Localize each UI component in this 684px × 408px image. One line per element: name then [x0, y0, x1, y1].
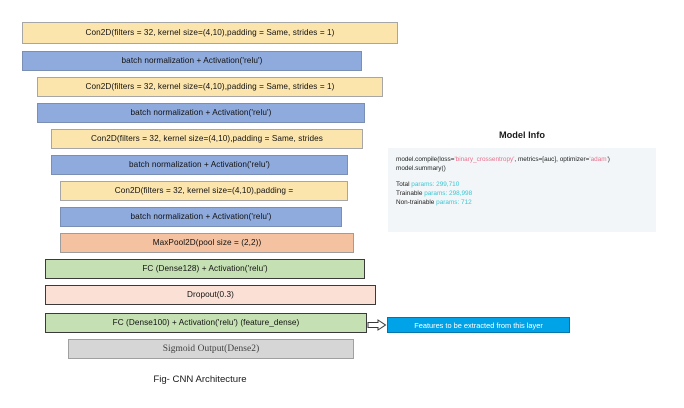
- callout-arrow-icon: [367, 319, 387, 331]
- conv-block-4: Con2D(filters = 32, kernel size=(4,10),p…: [60, 181, 348, 201]
- params-value: params: 299,710: [411, 180, 460, 188]
- params-label: Non-trainable: [396, 199, 437, 207]
- figure-caption: Fig- CNN Architecture: [153, 374, 247, 385]
- batchnorm-block-1: batch normalization + Activation('relu'): [22, 51, 362, 71]
- model-summary-line: model.summary(): [396, 165, 446, 173]
- conv-block-3: Con2D(filters = 32, kernel size=(4,10),p…: [51, 129, 363, 149]
- batchnorm-block-4: batch normalization + Activation('relu'): [60, 207, 342, 227]
- params-value: params: 712: [436, 199, 472, 207]
- params-line: Total params: 299,710: [396, 180, 648, 189]
- fc-dense128-block: FC (Dense128) + Activation('relu'): [45, 259, 365, 279]
- compile-middle-text: , metrics=[auc], optimizer=: [514, 156, 590, 163]
- model-info-panel: model.compile(loss='binary_crossentropy'…: [388, 148, 656, 232]
- compile-suffix-text: ): [607, 156, 610, 163]
- sigmoid-output-block: Sigmoid Output(Dense2): [68, 339, 354, 359]
- params-value: params: 298,998: [424, 189, 473, 197]
- conv-block-2: Con2D(filters = 32, kernel size=(4,10),p…: [37, 77, 383, 97]
- batchnorm-block-2: batch normalization + Activation('relu'): [37, 103, 365, 123]
- model-compile-line: model.compile(loss='binary_crossentropy'…: [396, 155, 648, 164]
- params-label: Total: [396, 180, 412, 188]
- maxpool-block: MaxPool2D(pool size = (2,2)): [60, 233, 354, 253]
- optimizer-value-text: 'adam': [589, 156, 608, 163]
- feature-extraction-callout: Features to be extracted from this layer: [387, 317, 570, 333]
- params-line: Trainable params: 298,998: [396, 189, 648, 198]
- conv-block-1: Con2D(filters = 32, kernel size=(4,10),p…: [22, 22, 398, 44]
- compile-prefix-text: model.compile(loss=: [396, 156, 455, 163]
- loss-value-text: 'binary_crossentropy': [454, 156, 515, 163]
- fc-dense100-block: FC (Dense100) + Activation('relu') (feat…: [45, 313, 367, 333]
- dropout-block: Dropout(0.3): [45, 285, 376, 305]
- batchnorm-block-3: batch normalization + Activation('relu'): [51, 155, 348, 175]
- params-line: Non-trainable params: 712: [396, 198, 648, 207]
- params-label: Trainable: [396, 189, 425, 197]
- model-info-title: Model Info: [499, 130, 545, 140]
